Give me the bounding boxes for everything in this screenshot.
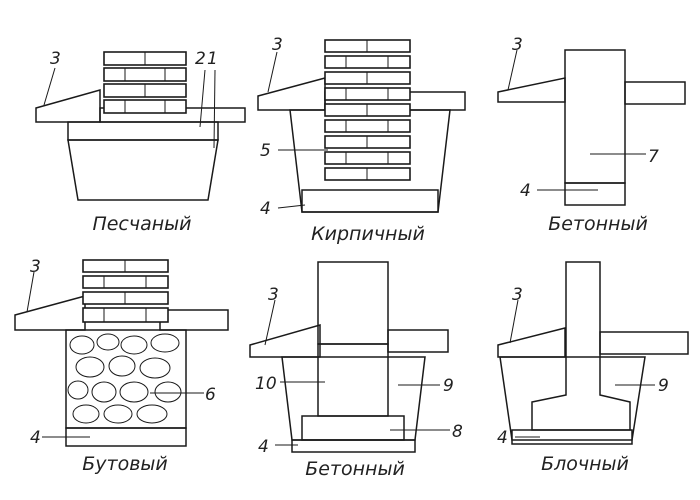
caption-concrete-top: Бетонный xyxy=(548,213,648,235)
sand-cushion xyxy=(511,429,633,445)
caption-brick: Кирпичный xyxy=(311,223,425,245)
caption-rubble: Бутовый xyxy=(82,453,168,475)
concrete-block-foundation xyxy=(531,261,631,431)
footing-slab xyxy=(301,415,405,441)
blind-area xyxy=(35,89,101,123)
rubble-stone-foundation xyxy=(65,329,187,429)
label-4: 4 xyxy=(497,428,508,448)
brick-wall xyxy=(103,51,187,114)
label-9: 9 xyxy=(443,376,454,396)
floor-slab xyxy=(159,309,229,331)
label-7: 7 xyxy=(648,147,659,167)
caption-block: Блочный xyxy=(541,453,629,475)
label-10: 10 xyxy=(255,374,277,394)
label-4: 4 xyxy=(30,428,41,448)
concrete-layer xyxy=(67,121,219,141)
caption-sand: Песчаный xyxy=(92,213,191,235)
trench xyxy=(499,356,646,441)
floor-slab xyxy=(387,329,449,353)
label-4: 4 xyxy=(520,181,531,201)
blind-area xyxy=(257,77,326,111)
rubble-stones xyxy=(67,333,182,424)
floor-slab xyxy=(624,81,686,105)
concrete-block-wall xyxy=(317,261,389,345)
blind-area xyxy=(14,295,86,331)
label-4: 4 xyxy=(258,437,269,457)
blind-area xyxy=(249,324,321,358)
floor-slab xyxy=(599,331,689,355)
label-8: 8 xyxy=(452,422,463,442)
label-3: 3 xyxy=(512,285,523,305)
caption-concrete-bottom: Бетонный xyxy=(305,458,405,480)
label-5: 5 xyxy=(260,141,271,161)
panel-brick: 3 5 4 Кирпичный xyxy=(257,35,466,245)
concrete-wall xyxy=(564,49,626,184)
concrete-foundation xyxy=(317,343,389,417)
label-9: 9 xyxy=(658,376,669,396)
panel-concrete-top: 3 7 4 Бетонный xyxy=(497,35,686,235)
label-3: 3 xyxy=(272,35,283,55)
label-2: 2 xyxy=(195,49,206,69)
sand-cushion xyxy=(301,189,439,213)
sand-cushion xyxy=(67,139,219,201)
panel-rubble: 3 6 4 Бутовый xyxy=(14,257,229,475)
label-3: 3 xyxy=(268,285,279,305)
panel-block: 3 9 4 Блочный xyxy=(497,261,689,475)
blind-area xyxy=(497,327,566,358)
label-3: 3 xyxy=(30,257,41,277)
label-4: 4 xyxy=(260,199,271,219)
label-1: 1 xyxy=(207,49,218,69)
label-6: 6 xyxy=(205,385,216,405)
label-3: 3 xyxy=(50,49,61,69)
label-3: 3 xyxy=(512,35,523,55)
panel-concrete-bottom: 3 10 9 8 4 Бетонный xyxy=(249,261,463,480)
brick-wall xyxy=(82,259,169,323)
brick-wall xyxy=(324,39,411,181)
sand-cushion xyxy=(564,182,626,206)
sand-cushion xyxy=(291,439,416,453)
panel-sand: 3 2 1 Песчаный xyxy=(35,49,246,235)
